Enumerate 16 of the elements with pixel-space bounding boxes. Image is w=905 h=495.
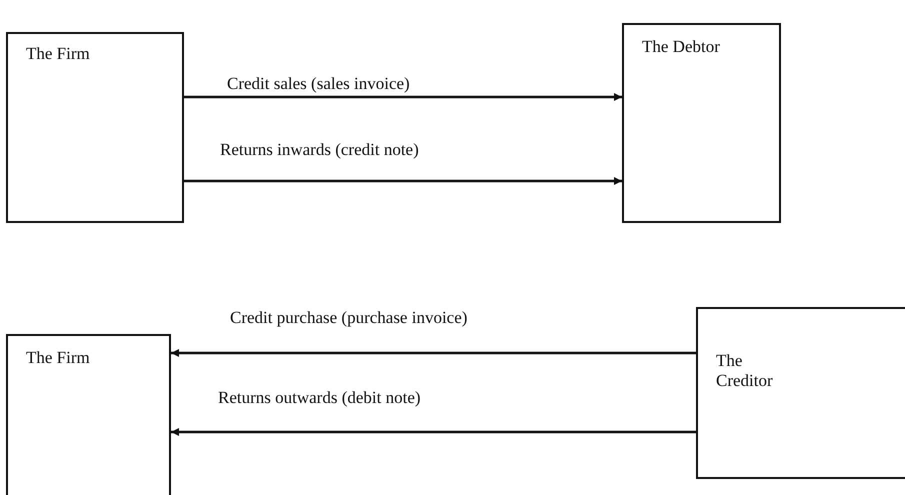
entity-box: [6, 334, 171, 495]
arrow: [184, 93, 622, 101]
arrow: [171, 428, 696, 436]
arrow: [184, 177, 622, 185]
entity-box: [622, 23, 781, 223]
entity-name: The Creditor: [716, 351, 774, 391]
entity-name: The Firm: [26, 44, 91, 64]
edge-label: Credit purchase (purchase invoice): [230, 308, 468, 328]
edge-label: Credit sales (sales invoice): [227, 74, 410, 94]
entity-box: [696, 307, 905, 479]
edge-label: Returns outwards (debit note): [218, 388, 421, 408]
edge-label: Returns inwards (credit note): [220, 140, 419, 160]
entity-name: The Debtor: [642, 37, 721, 57]
entity-name: The Firm: [26, 348, 91, 368]
arrow: [171, 349, 696, 357]
entity-box: [6, 32, 184, 223]
